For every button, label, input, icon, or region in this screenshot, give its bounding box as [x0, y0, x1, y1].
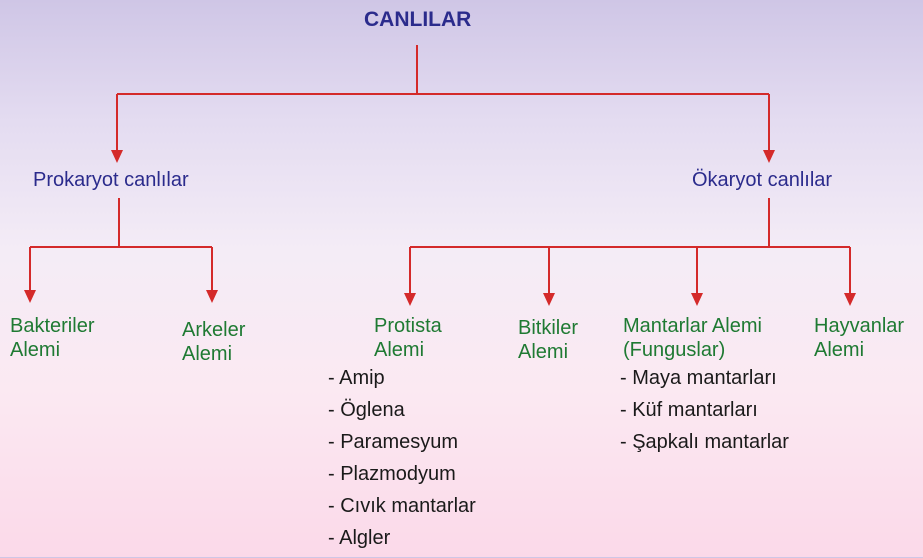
kingdom-protista: Protista Alemi	[374, 314, 442, 362]
list-item: - Paramesyum	[328, 431, 459, 453]
list-item: - Cıvık mantarlar	[328, 495, 476, 517]
kingdom-archaea-line2: Alemi	[182, 343, 233, 365]
arrowhead-animals	[844, 293, 856, 306]
arrowhead-archaea	[206, 290, 218, 303]
arrowhead-eukaryote	[763, 150, 775, 163]
list-item: - Amip	[328, 367, 385, 389]
kingdom-animals-line2: Alemi	[814, 339, 865, 361]
list-item: - Öglena	[328, 399, 405, 421]
kingdom-animals: Hayvanlar Alemi	[814, 314, 904, 362]
kingdom-plants: Bitkiler Alemi	[518, 316, 578, 364]
eukaryote-node: Ökaryot canlılar	[692, 169, 833, 191]
kingdom-fungi-line2: (Funguslar)	[623, 339, 726, 361]
list-item: - Maya mantarları	[620, 367, 777, 389]
list-item: - Küf mantarları	[620, 399, 758, 421]
kingdom-plants-line1: Bitkiler	[518, 317, 579, 339]
kingdom-fungi-line1: Mantarlar Alemi	[623, 315, 762, 337]
kingdom-protista-line2: Alemi	[374, 339, 425, 361]
list-item: - Algler	[328, 527, 391, 549]
kingdom-bacteria: Bakteriler Alemi	[10, 314, 94, 362]
list-item: - Plazmodyum	[328, 463, 456, 485]
root-node: CANLILAR	[364, 8, 472, 31]
arrowhead-fungi	[691, 293, 703, 306]
kingdom-archaea: Arkeler Alemi	[182, 318, 245, 366]
kingdom-fungi: Mantarlar Alemi (Funguslar)	[623, 314, 762, 362]
kingdom-archaea-line1: Arkeler	[182, 319, 246, 341]
kingdom-animals-line1: Hayvanlar	[814, 315, 905, 337]
list-item: - Şapkalı mantarlar	[620, 431, 789, 453]
arrowhead-plants	[543, 293, 555, 306]
fungi-examples-list: - Maya mantarları - Küf mantarları - Şap…	[620, 366, 789, 462]
kingdom-plants-line2: Alemi	[518, 341, 569, 363]
arrowhead-protista	[404, 293, 416, 306]
kingdom-protista-line1: Protista	[374, 315, 442, 337]
arrowhead-bacteria	[24, 290, 36, 303]
prokaryote-node: Prokaryot canlılar	[33, 169, 189, 191]
protista-examples-list: - Amip - Öglena - Paramesyum - Plazmodyu…	[328, 366, 476, 558]
kingdom-bacteria-line2: Alemi	[10, 339, 61, 361]
kingdom-bacteria-line1: Bakteriler	[10, 315, 95, 337]
arrowhead-prokaryote	[111, 150, 123, 163]
